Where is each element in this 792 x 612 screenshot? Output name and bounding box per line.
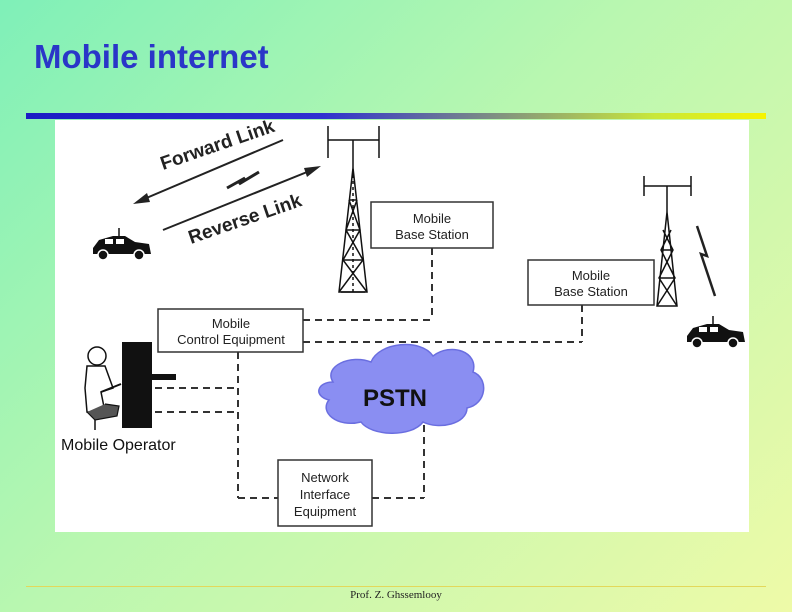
mobile-operator-label: Mobile Operator <box>61 437 176 454</box>
title-underline <box>26 113 766 119</box>
base-station-1-line1: Mobile <box>413 211 451 226</box>
base-station-1-line2: Base Station <box>395 227 469 242</box>
mobile-base-station-2: Mobile Base Station <box>527 259 655 306</box>
pstn-label: PSTN <box>363 385 427 412</box>
antenna-tower-icon <box>327 126 380 293</box>
slide-title: Mobile internet <box>34 38 269 75</box>
connection-lines <box>155 248 583 499</box>
pstn-cloud: PSTN <box>318 343 485 434</box>
network-interface-equipment: Network Interface Equipment <box>277 459 373 527</box>
network-line2: Interface <box>300 487 351 502</box>
forward-link-label: Forward Link <box>158 120 278 175</box>
network-line3: Equipment <box>294 504 357 519</box>
slide-footer: Prof. Z. Ghssemlooy <box>350 589 442 601</box>
car-icon <box>93 228 151 261</box>
signal-bolt-icon <box>695 225 717 297</box>
radio-links: Forward Link Reverse Link <box>133 120 321 249</box>
antenna-tower-icon <box>643 176 692 307</box>
diagram-svg: Forward Link Reverse Link <box>61 120 745 527</box>
network-line1: Network <box>301 470 349 485</box>
base-station-2-line2: Base Station <box>554 284 628 299</box>
network-diagram: Forward Link Reverse Link <box>55 120 749 532</box>
mobile-base-station-1: Mobile Base Station <box>370 201 494 249</box>
control-line2: Control Equipment <box>177 332 285 347</box>
mobile-operator-icon <box>84 342 176 430</box>
control-line1: Mobile <box>212 316 250 331</box>
car-icon <box>687 316 745 349</box>
footer-divider <box>26 586 766 587</box>
reverse-link-label: Reverse Link <box>186 190 305 249</box>
mobile-control-equipment: Mobile Control Equipment <box>157 308 304 353</box>
base-station-2-line1: Mobile <box>572 268 610 283</box>
